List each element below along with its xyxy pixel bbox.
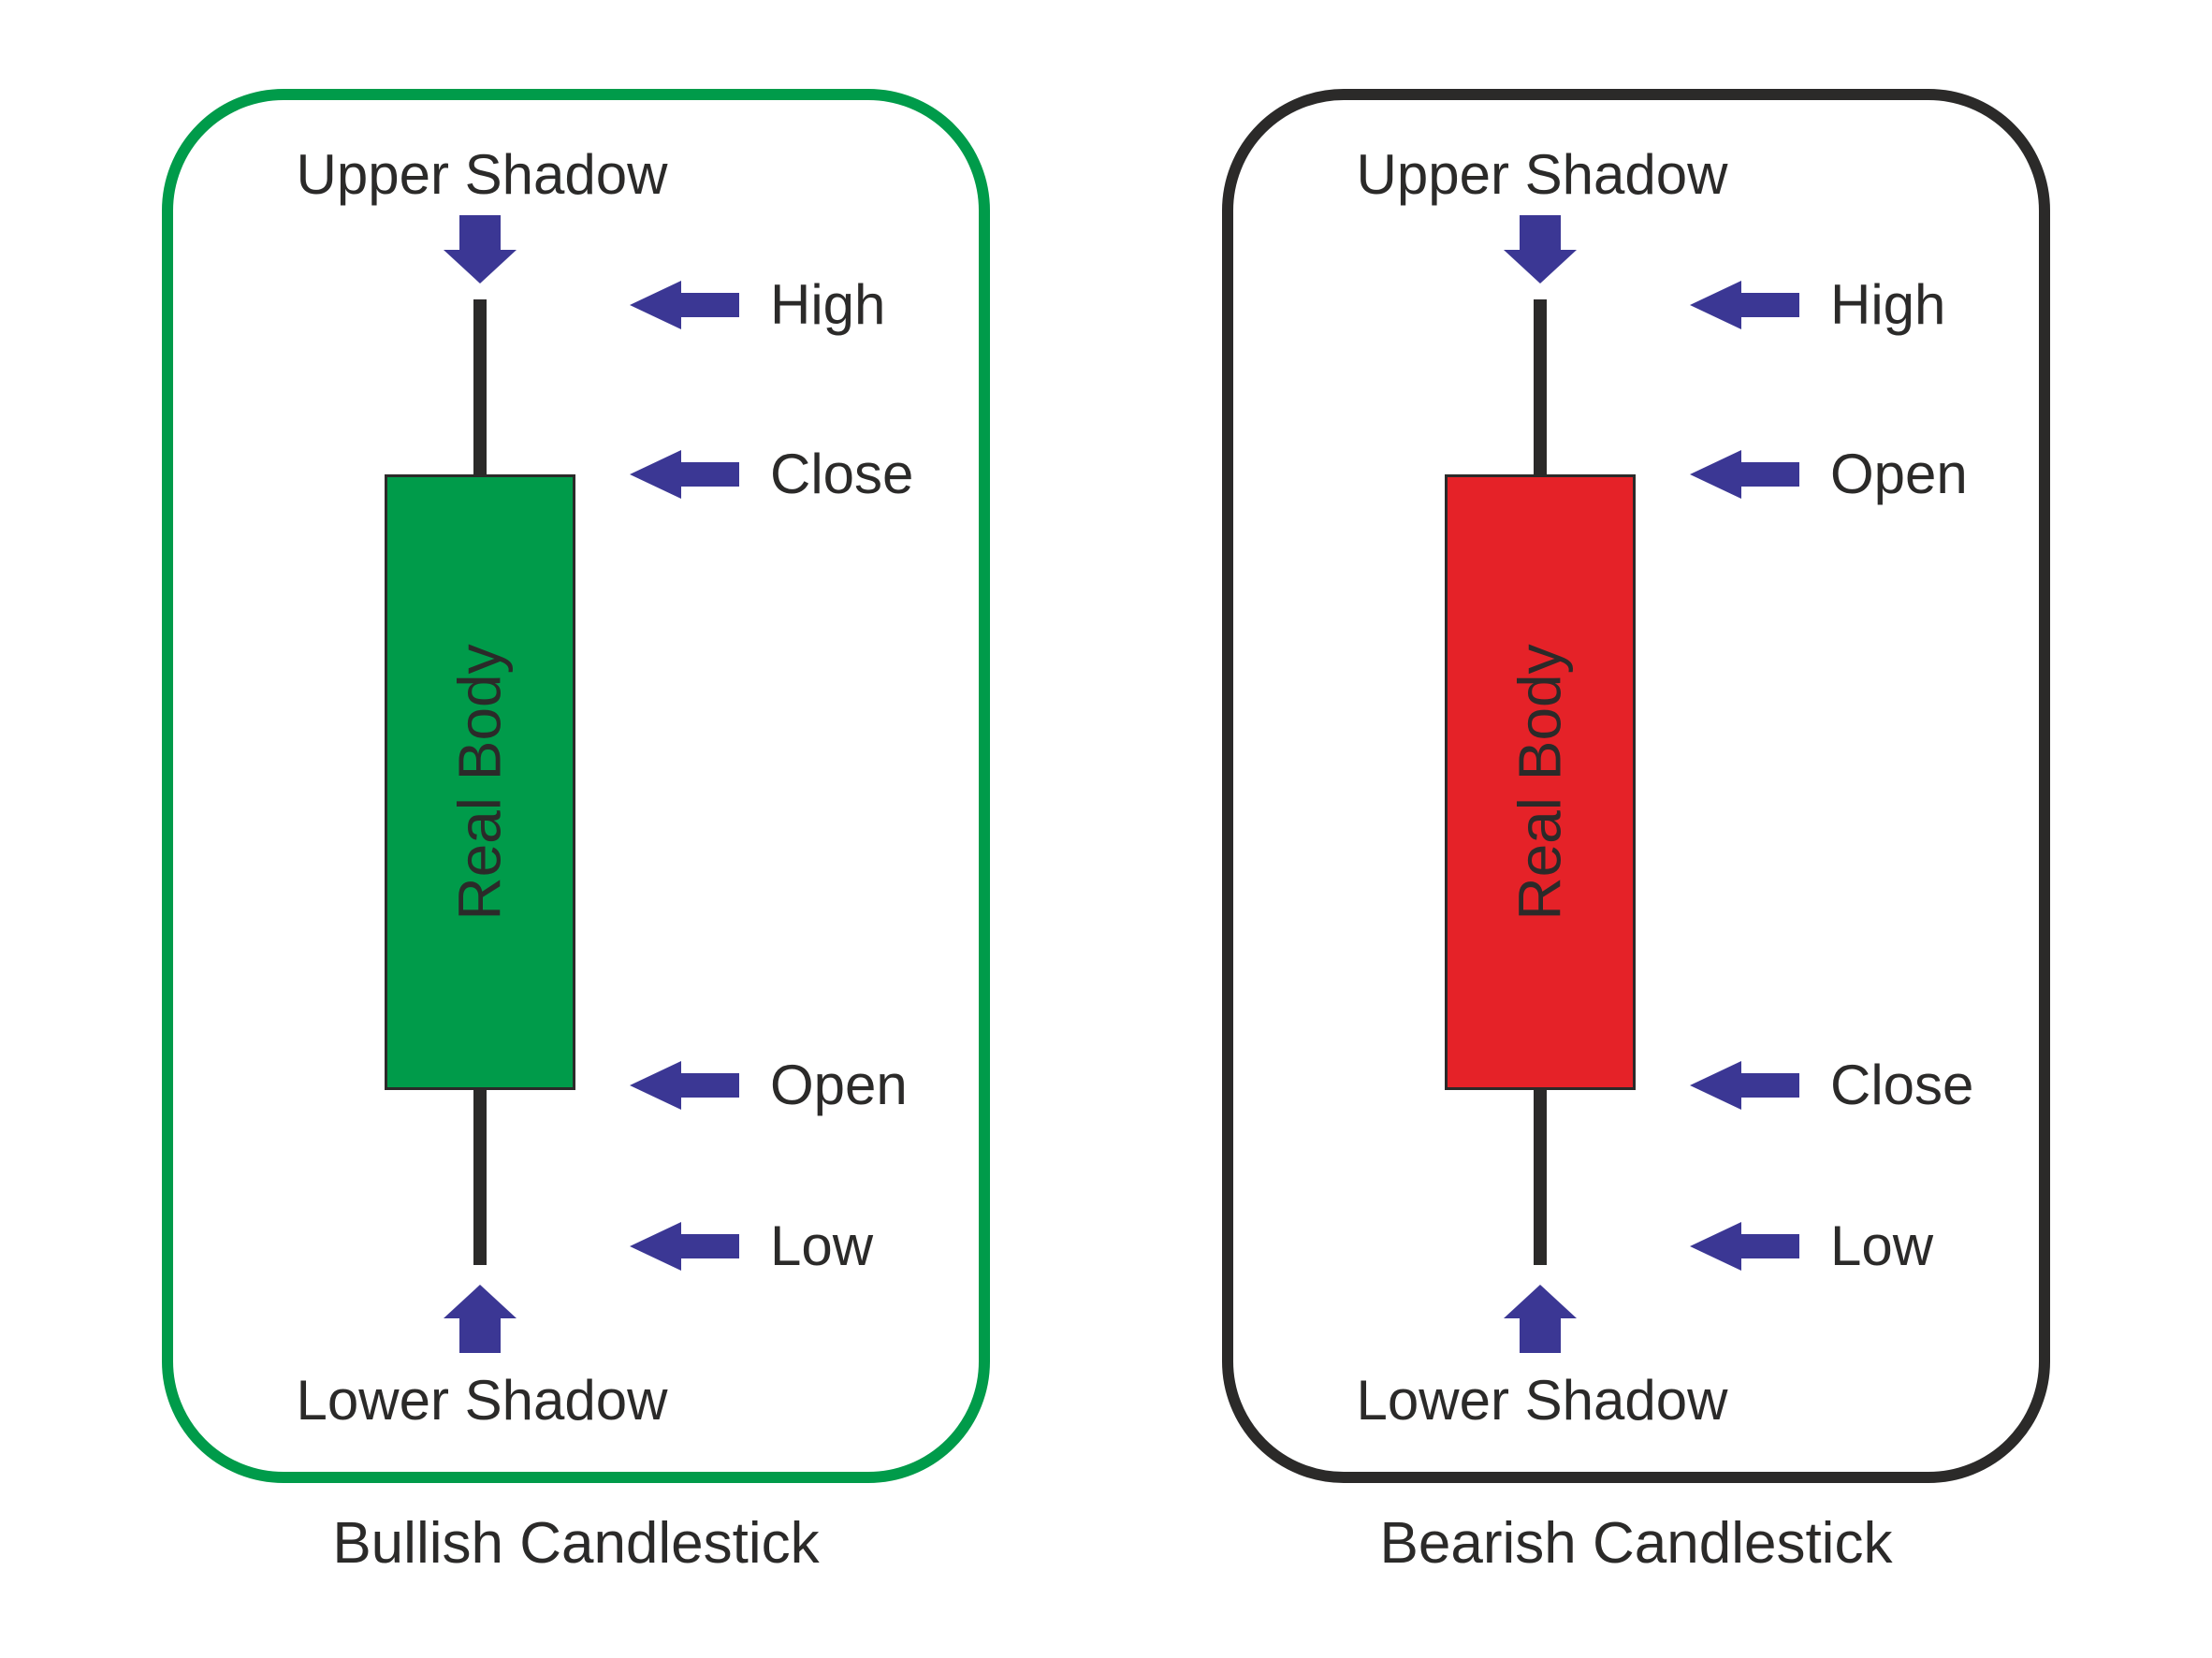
down-arrow-shaft (459, 215, 501, 251)
left-arrow-icon (1690, 281, 1799, 329)
down-arrow-head (1504, 250, 1577, 284)
real-body-label: Real Body (1506, 644, 1574, 921)
lower-shadow-label: Lower Shadow (1356, 1369, 1728, 1432)
up-arrow-shaft (459, 1317, 501, 1353)
close-label: Close (770, 443, 914, 505)
left-arrow-icon (630, 281, 739, 329)
down-arrow-head (444, 250, 517, 284)
lower-wick (1534, 1088, 1547, 1265)
close-annotation: Close (1690, 1048, 1973, 1123)
left-arrow-icon (1690, 450, 1799, 499)
bearish-candle-body: Real Body (1445, 474, 1636, 1090)
left-arrow-icon (1690, 1222, 1799, 1271)
left-arrow-icon (630, 450, 739, 499)
down-arrow-icon (444, 215, 517, 284)
left-arrow-icon (630, 1222, 739, 1271)
down-arrow-shaft (1520, 215, 1561, 251)
high-annotation: High (630, 268, 885, 342)
bullish-candle-body: Real Body (385, 474, 575, 1090)
up-arrow-head (1504, 1285, 1577, 1318)
bearish-panel: Upper Shadow Real Body Lower Shadow High (1222, 89, 2050, 1576)
upper-wick (1534, 299, 1547, 477)
up-arrow-icon (444, 1285, 517, 1353)
lower-wick (473, 1088, 487, 1265)
open-annotation: Open (630, 1048, 908, 1123)
open-label: Open (1830, 443, 1968, 505)
low-label: Low (770, 1214, 874, 1277)
open-annotation: Open (1690, 437, 1968, 512)
down-arrow-icon (1504, 215, 1577, 284)
lower-shadow-label: Lower Shadow (296, 1369, 668, 1432)
close-label: Close (1830, 1054, 1974, 1116)
bullish-panel-frame (162, 89, 990, 1483)
bullish-panel: Upper Shadow Real Body Lower Shadow High (162, 89, 990, 1576)
left-arrow-icon (1690, 1061, 1799, 1110)
left-arrow-icon (630, 1061, 739, 1110)
high-label: High (770, 273, 886, 336)
up-arrow-icon (1504, 1285, 1577, 1353)
bullish-panel-title: Bullish Candlestick (332, 1511, 820, 1576)
high-annotation: High (1690, 268, 1945, 342)
bearish-panel-title: Bearish Candlestick (1379, 1511, 1893, 1576)
low-annotation: Low (1690, 1209, 1933, 1284)
low-annotation: Low (630, 1209, 873, 1284)
low-label: Low (1830, 1214, 1934, 1277)
close-annotation: Close (630, 437, 913, 512)
high-label: High (1830, 273, 1946, 336)
bearish-panel-frame (1222, 89, 2050, 1483)
real-body-label: Real Body (446, 644, 514, 921)
open-label: Open (770, 1054, 908, 1116)
upper-shadow-label: Upper Shadow (1356, 143, 1728, 206)
upper-shadow-label: Upper Shadow (296, 143, 668, 206)
up-arrow-head (444, 1285, 517, 1318)
upper-wick (473, 299, 487, 477)
up-arrow-shaft (1520, 1317, 1561, 1353)
